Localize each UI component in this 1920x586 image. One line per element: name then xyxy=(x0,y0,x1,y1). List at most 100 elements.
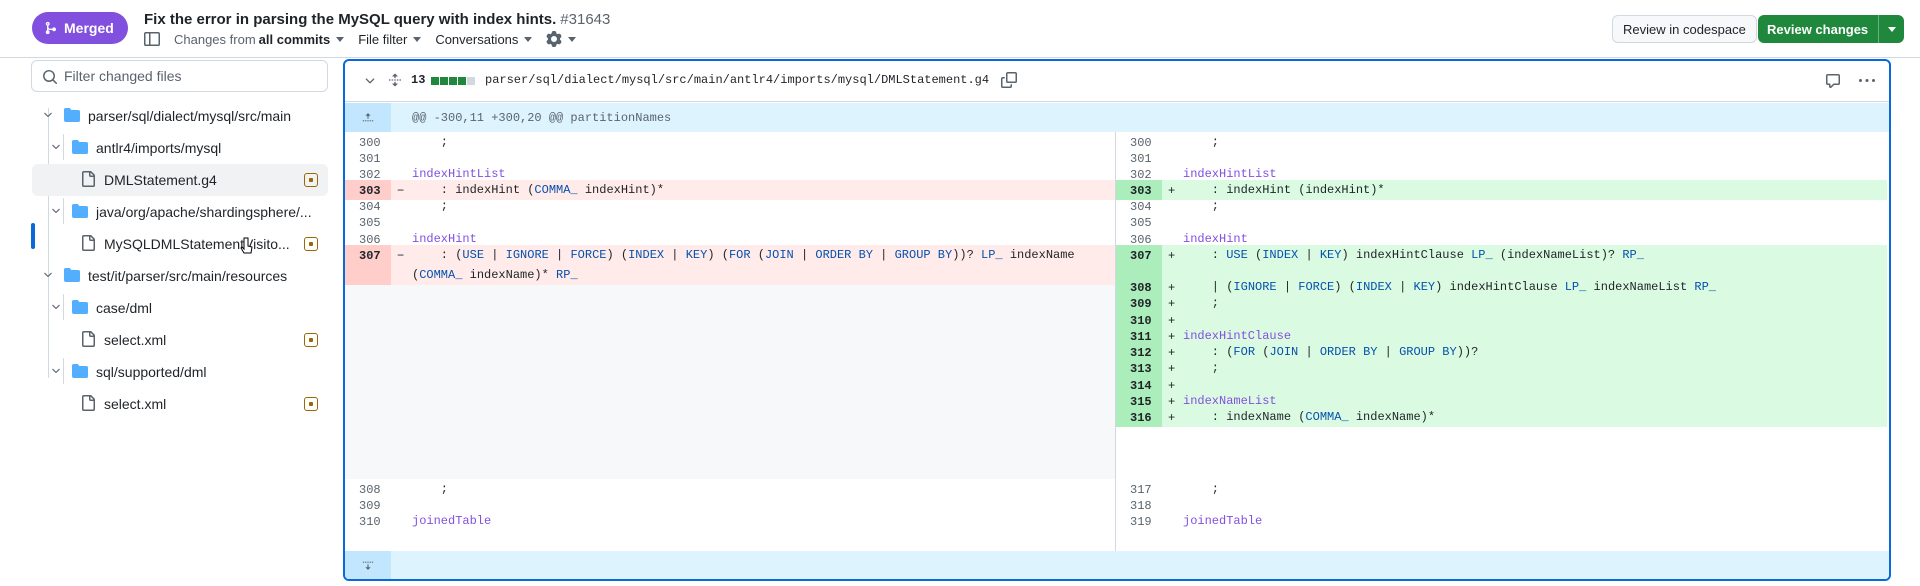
chevron-down-icon xyxy=(568,36,577,42)
tree-folder-test[interactable]: test/it/parser/src/main/resources xyxy=(32,260,328,292)
diff-empty-placeholder xyxy=(345,285,1115,479)
addition-marker: + xyxy=(1168,297,1176,311)
line-number[interactable]: 308 xyxy=(359,483,381,497)
diffstat-addition-block xyxy=(440,77,448,85)
changes-from-dropdown[interactable]: Changes from all commits xyxy=(174,31,345,47)
diff-file-path[interactable]: parser/sql/dialect/mysql/src/main/antlr4… xyxy=(485,73,990,87)
hunk-footer xyxy=(345,551,1889,579)
line-number[interactable]: 308 xyxy=(1116,277,1162,297)
conversations-dropdown[interactable]: Conversations xyxy=(435,31,533,47)
chevron-down-icon xyxy=(50,300,62,316)
line-code: joinedTable xyxy=(1183,514,1263,528)
line-number[interactable]: 300 xyxy=(359,136,381,150)
line-number[interactable]: 304 xyxy=(359,200,381,214)
line-code: : (USE | IGNORE | FORCE) (INDEX | KEY) (… xyxy=(412,248,1075,262)
addition-marker: + xyxy=(1168,411,1176,425)
line-number[interactable]: 303 xyxy=(345,180,391,200)
diff-line: 305 xyxy=(345,212,1115,232)
chevron-down-icon xyxy=(524,36,533,42)
line-code: ; xyxy=(412,135,449,149)
unfold-icon xyxy=(388,73,402,87)
pr-header: Merged Fix the error in parsing the MySQ… xyxy=(0,0,1920,58)
conversations-label: Conversations xyxy=(435,31,519,47)
line-number[interactable]: 317 xyxy=(1130,483,1152,497)
tree-file-visitor[interactable]: MySQLDMLStatementVisito... xyxy=(32,228,328,260)
review-in-codespace-button[interactable]: Review in codespace xyxy=(1612,15,1757,43)
folder-icon xyxy=(72,299,88,318)
search-icon xyxy=(43,70,58,85)
changes-from-label: Changes from xyxy=(174,31,256,47)
line-number[interactable]: 301 xyxy=(1130,152,1152,166)
diff-line: 309 + ; xyxy=(1116,293,1887,313)
line-code: : (FOR (JOIN | ORDER BY | GROUP BY))? xyxy=(1183,345,1479,359)
tree-folder-java[interactable]: java/org/apache/shardingsphere/... xyxy=(32,196,328,228)
line-number[interactable]: 305 xyxy=(1130,216,1152,230)
line-code: ; xyxy=(1183,296,1220,310)
filter-changed-files-input[interactable]: Filter changed files xyxy=(31,60,328,92)
line-number[interactable]: 310 xyxy=(1116,310,1162,330)
collapse-file-button[interactable] xyxy=(363,74,377,91)
line-number[interactable]: 316 xyxy=(1116,407,1162,427)
line-number[interactable]: 319 xyxy=(1130,515,1152,529)
line-number[interactable]: 301 xyxy=(359,152,381,166)
file-filter-dropdown[interactable]: File filter xyxy=(358,32,422,47)
tree-folder-sql-supported[interactable]: sql/supported/dml xyxy=(32,356,328,388)
line-number[interactable]: 302 xyxy=(1130,168,1152,182)
line-number[interactable]: 313 xyxy=(1116,358,1162,378)
line-number[interactable]: 306 xyxy=(359,233,381,247)
line-number[interactable]: 304 xyxy=(1130,200,1152,214)
tree-item-label: antlr4/imports/mysql xyxy=(96,140,222,156)
line-number[interactable]: 305 xyxy=(359,216,381,230)
tree-folder-antlr4[interactable]: antlr4/imports/mysql xyxy=(32,132,328,164)
tree-file-select-supported[interactable]: select.xml xyxy=(32,388,328,420)
review-changes-label: Review changes xyxy=(1767,21,1869,37)
file-options-button[interactable] xyxy=(1859,73,1875,92)
tree-folder-case-dml[interactable]: case/dml xyxy=(32,292,328,324)
tree-file-select-case[interactable]: select.xml xyxy=(32,324,328,356)
tree-guide-line xyxy=(48,108,49,378)
file-modified-icon xyxy=(304,397,318,411)
line-number[interactable]: 307 xyxy=(1116,245,1162,277)
sidebar-collapse-icon xyxy=(144,32,160,46)
expand-up-button[interactable] xyxy=(345,103,391,132)
addition-marker: + xyxy=(1168,184,1176,198)
file-icon xyxy=(80,170,96,190)
line-number[interactable]: 312 xyxy=(1116,342,1162,362)
line-number[interactable]: 314 xyxy=(1116,375,1162,395)
diffstat-addition-block xyxy=(458,77,466,85)
line-code: : indexHint (COMMA_ indexHint)* xyxy=(412,183,665,197)
diff-line: 300 ; xyxy=(1116,132,1887,152)
diff-settings-button[interactable] xyxy=(546,31,577,47)
addition-marker: + xyxy=(1168,314,1176,328)
tree-folder-parser[interactable]: parser/sql/dialect/mysql/src/main xyxy=(32,100,328,132)
folder-icon xyxy=(72,363,88,382)
line-number[interactable]: 307 xyxy=(345,245,391,285)
line-number[interactable]: 310 xyxy=(359,515,381,529)
line-number[interactable]: 315 xyxy=(1116,391,1162,411)
line-code: indexHintList xyxy=(1183,167,1277,181)
diff-line: 316+ : indexName (COMMA_ indexName)* xyxy=(1116,407,1887,427)
comment-on-file-button[interactable] xyxy=(1825,73,1841,92)
review-changes-button[interactable]: Review changes xyxy=(1758,15,1905,43)
tree-file-dmlstatement[interactable]: DMLStatement.g4 xyxy=(32,164,328,196)
file-modified-icon xyxy=(304,237,318,251)
line-number[interactable]: 318 xyxy=(1130,499,1152,513)
expand-all-button[interactable] xyxy=(388,72,402,91)
line-number[interactable]: 309 xyxy=(359,499,381,513)
line-number[interactable]: 303 xyxy=(1116,180,1162,200)
chevron-down-icon xyxy=(50,204,62,220)
line-number[interactable]: 306 xyxy=(1130,233,1152,247)
line-number[interactable]: 311 xyxy=(1116,326,1162,346)
line-code: indexNameList xyxy=(1183,394,1277,408)
line-number[interactable]: 300 xyxy=(1130,136,1152,150)
toggle-file-tree-button[interactable] xyxy=(144,31,160,47)
copy-path-button[interactable] xyxy=(1001,72,1017,91)
line-number[interactable]: 302 xyxy=(359,168,381,182)
line-number[interactable]: 309 xyxy=(1116,293,1162,313)
diff-line: 307− : (USE | IGNORE | FORCE) (INDEX | K… xyxy=(345,245,1115,285)
tree-item-label: select.xml xyxy=(104,332,167,348)
expand-down-button[interactable] xyxy=(345,551,391,579)
review-changes-dropdown[interactable] xyxy=(1878,15,1904,43)
